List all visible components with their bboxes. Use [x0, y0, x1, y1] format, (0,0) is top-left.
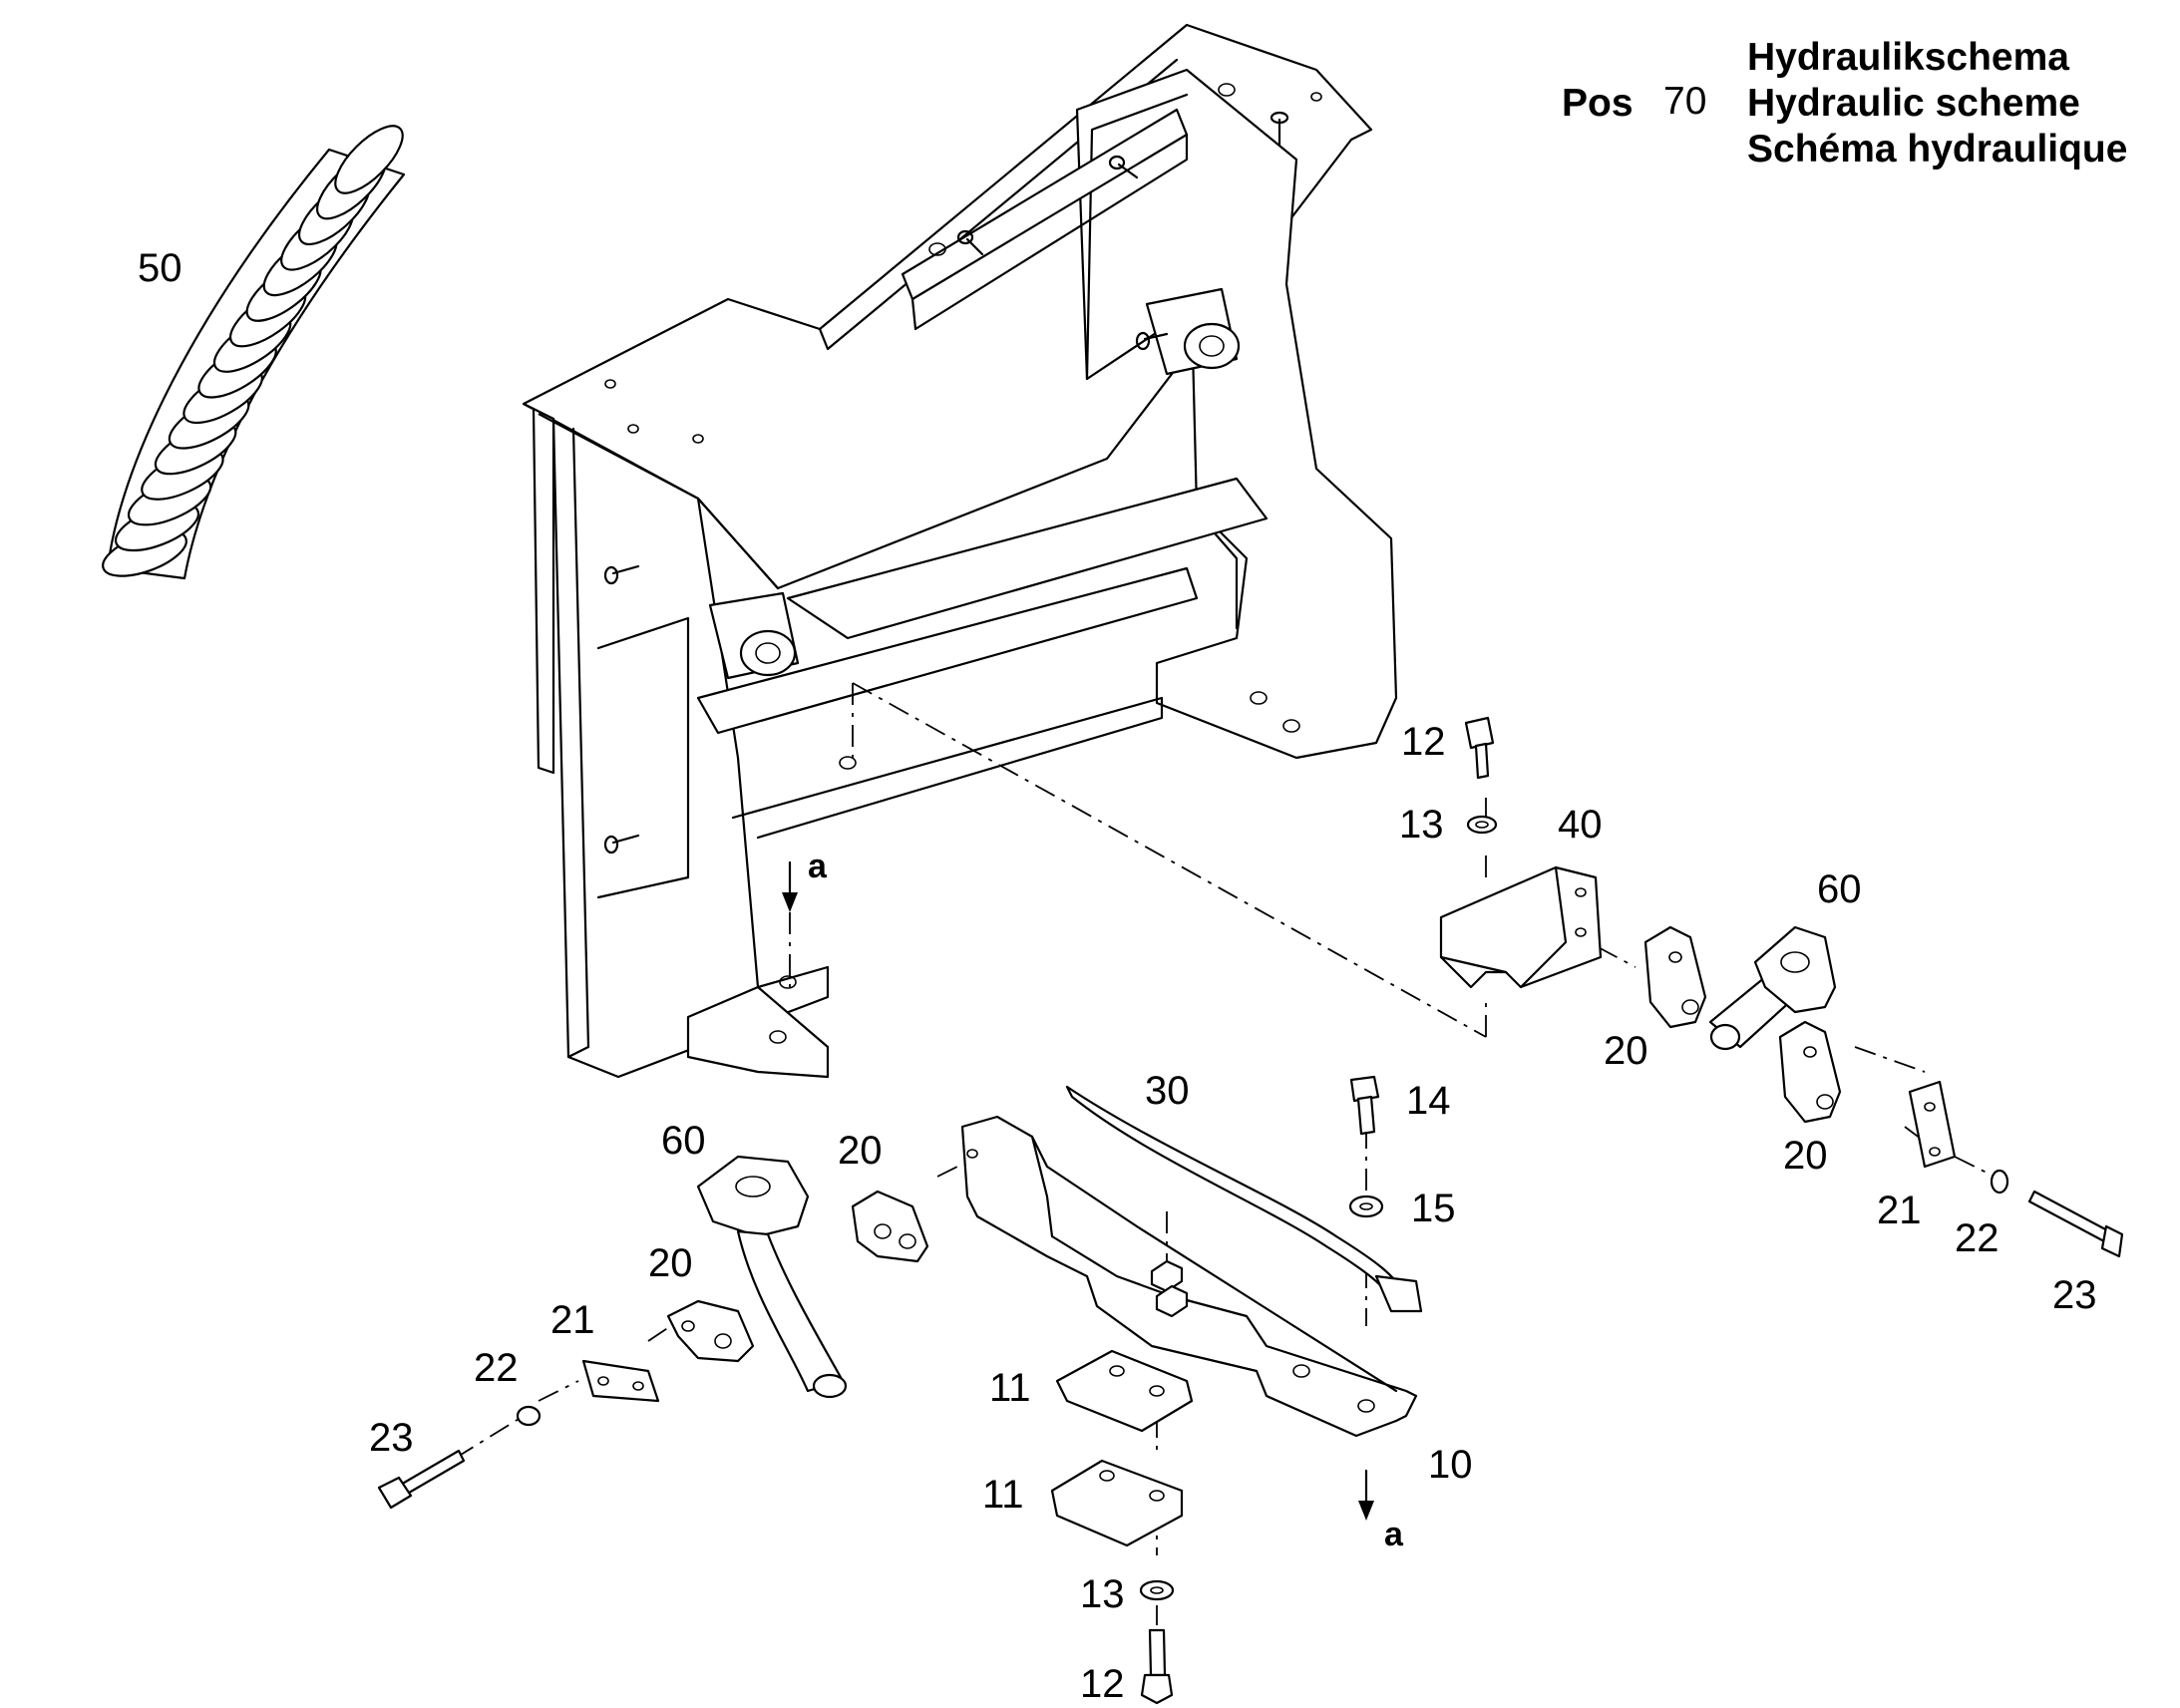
bolt-12-bottom: [1140, 1628, 1174, 1705]
bolt-23-right: [2027, 1190, 2124, 1258]
callout-60-left: 60: [661, 1119, 706, 1163]
cover-plate-21-right: [1908, 1080, 1957, 1169]
hose-flange-60-left: [696, 1155, 848, 1399]
washer-13-bottom: [1139, 1579, 1175, 1601]
callout-14: 14: [1406, 1079, 1451, 1123]
clamp-saddle-11-a: [1055, 1349, 1194, 1433]
callout-23-left: 23: [369, 1416, 414, 1460]
title-german: Hydraulikschema: [1747, 36, 2069, 79]
bolt-14: [1349, 1075, 1380, 1136]
bolt-12-top: [1464, 716, 1495, 780]
callout-40: 40: [1558, 803, 1603, 847]
callout-50: 50: [138, 246, 182, 290]
hose-flange-60-right: [1708, 925, 1837, 1051]
callout-11-a: 11: [989, 1366, 1031, 1410]
callout-12-bottom: 12: [1080, 1662, 1125, 1706]
callout-10: 10: [1428, 1443, 1473, 1487]
main-frame: [522, 23, 1398, 1079]
spiral-hose-guard: [102, 125, 406, 580]
clamp-half-20-left-a: [851, 1190, 929, 1263]
callout-60-right: 60: [1817, 867, 1862, 911]
callout-20-left-b: 20: [648, 1241, 693, 1285]
bolt-23-left: [377, 1449, 466, 1510]
support-bracket-10: [960, 1115, 1418, 1438]
callout-21-left: 21: [550, 1298, 595, 1342]
callout-15: 15: [1411, 1187, 1456, 1230]
clamp-half-20-right-b: [1778, 1020, 1842, 1124]
callout-21-right: 21: [1877, 1189, 1922, 1232]
clamp-saddle-11-b: [1050, 1459, 1184, 1547]
callout-22-right: 22: [1955, 1216, 1999, 1260]
callout-13-top: 13: [1399, 803, 1444, 847]
pos-label: Pos: [1562, 82, 1634, 125]
pivot-boss-left: [708, 591, 800, 680]
cover-plate-21-left: [581, 1359, 660, 1403]
washer-15: [1348, 1195, 1384, 1218]
clamp-half-20-right-a: [1643, 925, 1707, 1029]
title-french: Schéma hydraulique: [1747, 128, 2128, 171]
callout-23-right: 23: [2052, 1273, 2097, 1317]
arrow-a-label-top: a: [808, 848, 828, 885]
callout-30: 30: [1145, 1069, 1190, 1113]
callout-11-b: 11: [982, 1473, 1024, 1517]
hose-strip-30: [1065, 1085, 1423, 1313]
view-arrow-top: [782, 860, 798, 912]
hose-guard-coil: [334, 125, 404, 194]
callout-20-left-a: 20: [838, 1129, 883, 1173]
callout-20-right-a: 20: [1604, 1029, 1648, 1073]
callout-13-bottom: 13: [1080, 1572, 1125, 1616]
pos-number: 70: [1663, 80, 1707, 123]
arrow-a-label-bottom: a: [1384, 1516, 1404, 1553]
callout-12-top: 12: [1401, 720, 1446, 764]
washer-13-top: [1466, 815, 1498, 835]
view-arrow-bottom: [1358, 1469, 1374, 1521]
washer-22-right: [1990, 1169, 2009, 1195]
clamp-bracket-40: [1439, 865, 1603, 989]
callout-labels: 50 12 13 40 60 20 20 21 22 23 30 14 15 1…: [138, 246, 2097, 1706]
callout-22-left: 22: [474, 1346, 519, 1390]
clamp-half-20-left-b: [666, 1299, 755, 1363]
callout-20-right-b: 20: [1783, 1134, 1828, 1178]
title-english: Hydraulic scheme: [1747, 82, 2080, 125]
pivot-boss-right: [1145, 287, 1241, 376]
washer-22-left: [516, 1405, 542, 1427]
